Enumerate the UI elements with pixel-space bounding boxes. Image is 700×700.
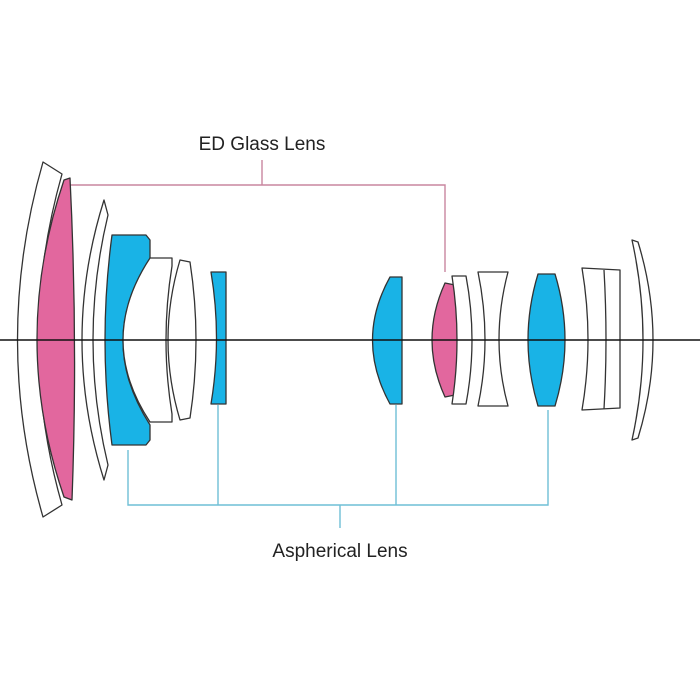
asph-leader-path xyxy=(127,405,549,528)
aspherical-label: Aspherical Lens xyxy=(272,541,407,562)
lens-element-concave-plain xyxy=(477,271,509,407)
aspherical-leader xyxy=(127,405,549,528)
lens-element-rear-block xyxy=(581,267,621,411)
ed-glass-label: ED Glass Lens xyxy=(199,134,326,155)
lens-element-thin-asph xyxy=(210,271,227,405)
lens-element-front-ed xyxy=(36,177,76,501)
ed-leader-path xyxy=(68,160,446,272)
lens-element-rear-meniscus xyxy=(631,239,654,441)
lens-element-second-meniscus xyxy=(81,199,109,481)
ed-glass-leader xyxy=(68,160,446,272)
